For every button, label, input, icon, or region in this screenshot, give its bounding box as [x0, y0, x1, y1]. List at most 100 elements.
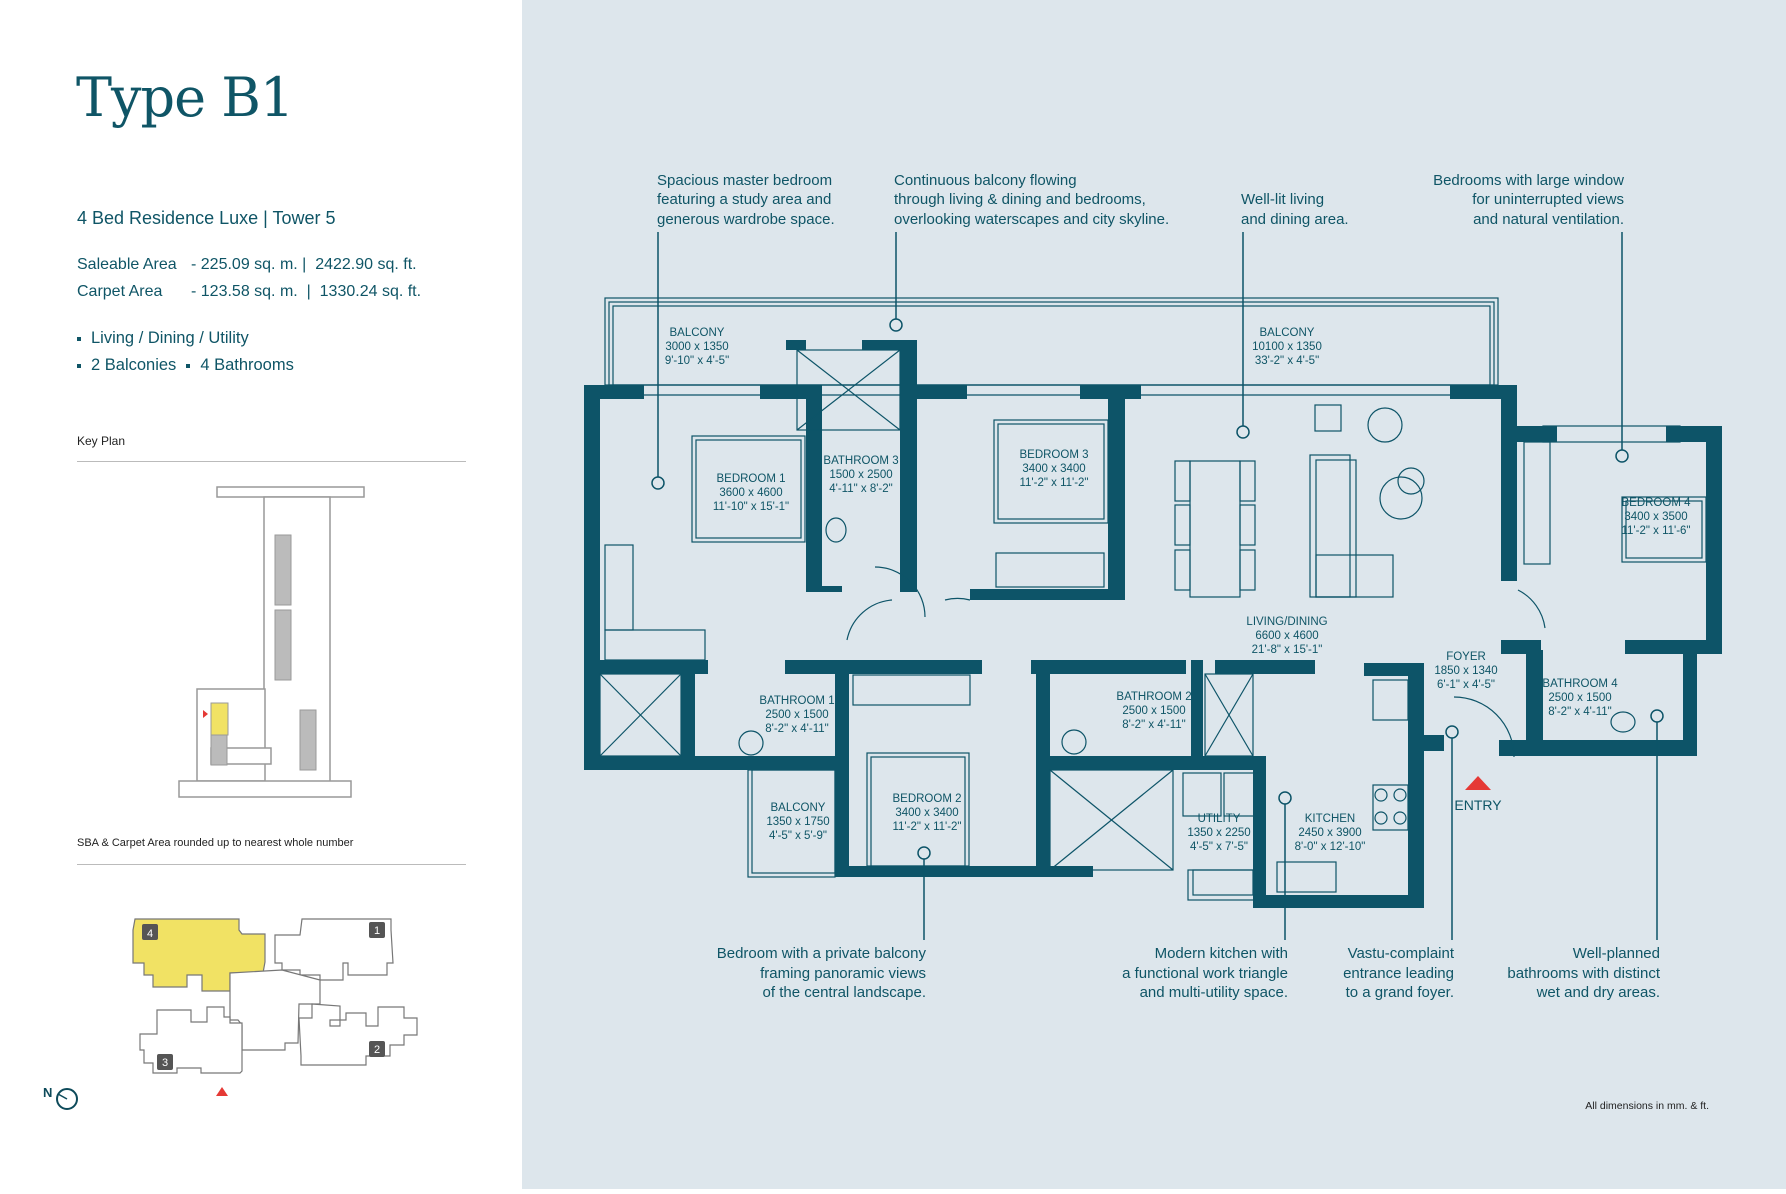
svg-text:through living & dining and be: through living & dining and bedrooms, [894, 191, 1146, 208]
svg-text:8'-2" x 4'-11": 8'-2" x 4'-11" [1548, 706, 1611, 718]
feature-item: 2 Balconies [91, 356, 177, 374]
area-value: - 123.58 sq. m. | 1330.24 sq. ft. [191, 283, 422, 300]
svg-text:8'-0" x 12'-10": 8'-0" x 12'-10" [1295, 841, 1366, 853]
page-title: Type B1 [76, 66, 294, 129]
unit-subtitle: 4 Bed Residence Luxe | Tower 5 [77, 208, 336, 228]
room-living-dining: LIVING/DINING 6600 x 4600 21'-8" x 15'-1" [1246, 616, 1327, 656]
tower-core [229, 969, 321, 1051]
room-bathroom-1: BATHROOM 1 2500 x 1500 8'-2" x 4'-11" [759, 695, 834, 735]
svg-text:and dining area.: and dining area. [1241, 211, 1349, 228]
badge-2: 2 [374, 1044, 380, 1056]
svg-text:4'-5" x 5'-9": 4'-5" x 5'-9" [769, 830, 827, 842]
svg-text:3000 x 1350: 3000 x 1350 [665, 341, 728, 353]
feature-item: Living / Dining / Utility [91, 329, 249, 347]
svg-text:3400 x 3500: 3400 x 3500 [1624, 511, 1687, 523]
tower-2[interactable] [298, 1003, 418, 1066]
svg-text:3600 x 4600: 3600 x 4600 [719, 487, 782, 499]
divider [77, 864, 466, 865]
svg-text:BATHROOM 3: BATHROOM 3 [823, 455, 898, 467]
room-bathroom-4: BATHROOM 4 2500 x 1500 8'-2" x 4'-11" [1542, 678, 1618, 718]
north-label: N [43, 1085, 52, 1100]
svg-text:and multi-utility space.: and multi-utility space. [1140, 984, 1288, 1001]
svg-text:11'-10" x 15'-1": 11'-10" x 15'-1" [713, 501, 789, 513]
svg-text:overlooking waterscapes and ci: overlooking waterscapes and city skyline… [894, 211, 1169, 228]
svg-text:BATHROOM 4: BATHROOM 4 [1542, 678, 1618, 690]
callout-living: Well-lit living and dining area. [1241, 191, 1349, 228]
tower-1[interactable] [274, 918, 394, 981]
tower-3[interactable] [139, 1006, 243, 1074]
svg-text:featuring a study area and: featuring a study area and [657, 191, 831, 208]
svg-text:Continuous balcony flowing: Continuous balcony flowing [894, 172, 1077, 189]
carpet-area: Carpet Area - 123.58 sq. m. | 1330.24 sq.… [77, 283, 421, 301]
callout-kitchen: Modern kitchen with a functional work tri… [1122, 945, 1288, 1001]
key-plan-label: Key Plan [77, 434, 126, 448]
svg-text:2500 x 1500: 2500 x 1500 [1548, 692, 1611, 704]
svg-text:FOYER: FOYER [1446, 651, 1486, 663]
svg-text:BEDROOM 2: BEDROOM 2 [892, 793, 961, 805]
furniture [599, 349, 1707, 901]
svg-text:entrance leading: entrance leading [1343, 965, 1454, 982]
svg-text:1850 x 1340: 1850 x 1340 [1434, 665, 1497, 677]
floor-plan-panel: BALCONY 3000 x 1350 9'-10" x 4'-5" BEDROOM… [522, 0, 1786, 1189]
svg-text:10100 x 1350: 10100 x 1350 [1252, 341, 1322, 353]
svg-text:9'-10" x 4'-5": 9'-10" x 4'-5" [665, 355, 729, 367]
area-value: - 225.09 sq. m. | 2422.90 sq. ft. [191, 256, 417, 273]
svg-text:1350 x 2250: 1350 x 2250 [1187, 827, 1250, 839]
area-label: Carpet Area [77, 283, 163, 300]
callout-bedroom-balcony: Bedroom with a private balcony framing pa… [717, 945, 927, 1001]
svg-text:for uninterrupted views: for uninterrupted views [1472, 191, 1624, 208]
badge-1: 1 [374, 925, 380, 937]
floor-plan: BALCONY 3000 x 1350 9'-10" x 4'-5" BEDROOM… [584, 172, 1722, 1112]
room-balcony-3: BALCONY 1350 x 1750 4'-5" x 5'-9" [766, 802, 829, 842]
area-note: SBA & Carpet Area rounded up to nearest … [77, 837, 354, 849]
svg-text:generous wardrobe space.: generous wardrobe space. [657, 211, 835, 228]
compass-icon [56, 1088, 78, 1110]
bullet-icon [77, 363, 81, 368]
key-plan-site [178, 486, 365, 798]
svg-text:Well-planned: Well-planned [1573, 945, 1660, 962]
room-foyer: FOYER 1850 x 1340 6'-1" x 4'-5" [1434, 651, 1497, 691]
area-label: Saleable Area [77, 256, 177, 273]
svg-text:33'-2" x 4'-5": 33'-2" x 4'-5" [1255, 355, 1319, 367]
svg-text:LIVING/DINING: LIVING/DINING [1246, 616, 1327, 628]
svg-text:Bedroom with a private balcony: Bedroom with a private balcony [717, 945, 927, 962]
svg-text:BALCONY: BALCONY [771, 802, 826, 814]
svg-text:11'-2" x 11'-2": 11'-2" x 11'-2" [892, 821, 961, 833]
svg-text:1350 x 1750: 1350 x 1750 [766, 816, 829, 828]
svg-text:3400 x 3400: 3400 x 3400 [895, 807, 958, 819]
room-labels: BALCONY 3000 x 1350 9'-10" x 4'-5" BEDROOM… [665, 327, 1691, 853]
walls [584, 340, 1722, 908]
saleable-area: Saleable Area - 225.09 sq. m. | 2422.90 s… [77, 256, 417, 274]
svg-text:framing panoramic views: framing panoramic views [760, 965, 926, 982]
feature-item: 4 Bathrooms [200, 356, 294, 374]
feature-list: Living / Dining / Utility [77, 329, 249, 348]
svg-text:Well-lit living: Well-lit living [1241, 191, 1324, 208]
svg-text:6'-1" x 4'-5": 6'-1" x 4'-5" [1437, 679, 1495, 691]
svg-text:BEDROOM 1: BEDROOM 1 [716, 473, 785, 485]
svg-text:BATHROOM 1: BATHROOM 1 [759, 695, 834, 707]
svg-text:KITCHEN: KITCHEN [1305, 813, 1355, 825]
svg-text:BATHROOM 2: BATHROOM 2 [1116, 691, 1191, 703]
svg-text:Modern kitchen with: Modern kitchen with [1155, 945, 1288, 962]
svg-text:2500 x 1500: 2500 x 1500 [1122, 705, 1185, 717]
svg-text:21'-8" x 15'-1": 21'-8" x 15'-1" [1252, 644, 1323, 656]
room-balcony-2: BALCONY 10100 x 1350 33'-2" x 4'-5" [1252, 327, 1322, 367]
svg-text:bathrooms with distinct: bathrooms with distinct [1507, 965, 1660, 982]
svg-text:8'-2" x 4'-11": 8'-2" x 4'-11" [765, 723, 828, 735]
svg-text:BALCONY: BALCONY [1260, 327, 1315, 339]
svg-text:UTILITY: UTILITY [1198, 813, 1241, 825]
svg-text:BALCONY: BALCONY [670, 327, 725, 339]
bullet-icon [186, 363, 191, 368]
svg-text:11'-2" x 11'-6": 11'-2" x 11'-6" [1621, 525, 1690, 537]
svg-text:BEDROOM 3: BEDROOM 3 [1019, 449, 1088, 461]
svg-text:6600 x 4600: 6600 x 4600 [1255, 630, 1318, 642]
svg-text:a functional work triangle: a functional work triangle [1122, 965, 1288, 982]
svg-text:2500 x 1500: 2500 x 1500 [765, 709, 828, 721]
tower-plan: 4 1 3 2 N [43, 918, 418, 1110]
